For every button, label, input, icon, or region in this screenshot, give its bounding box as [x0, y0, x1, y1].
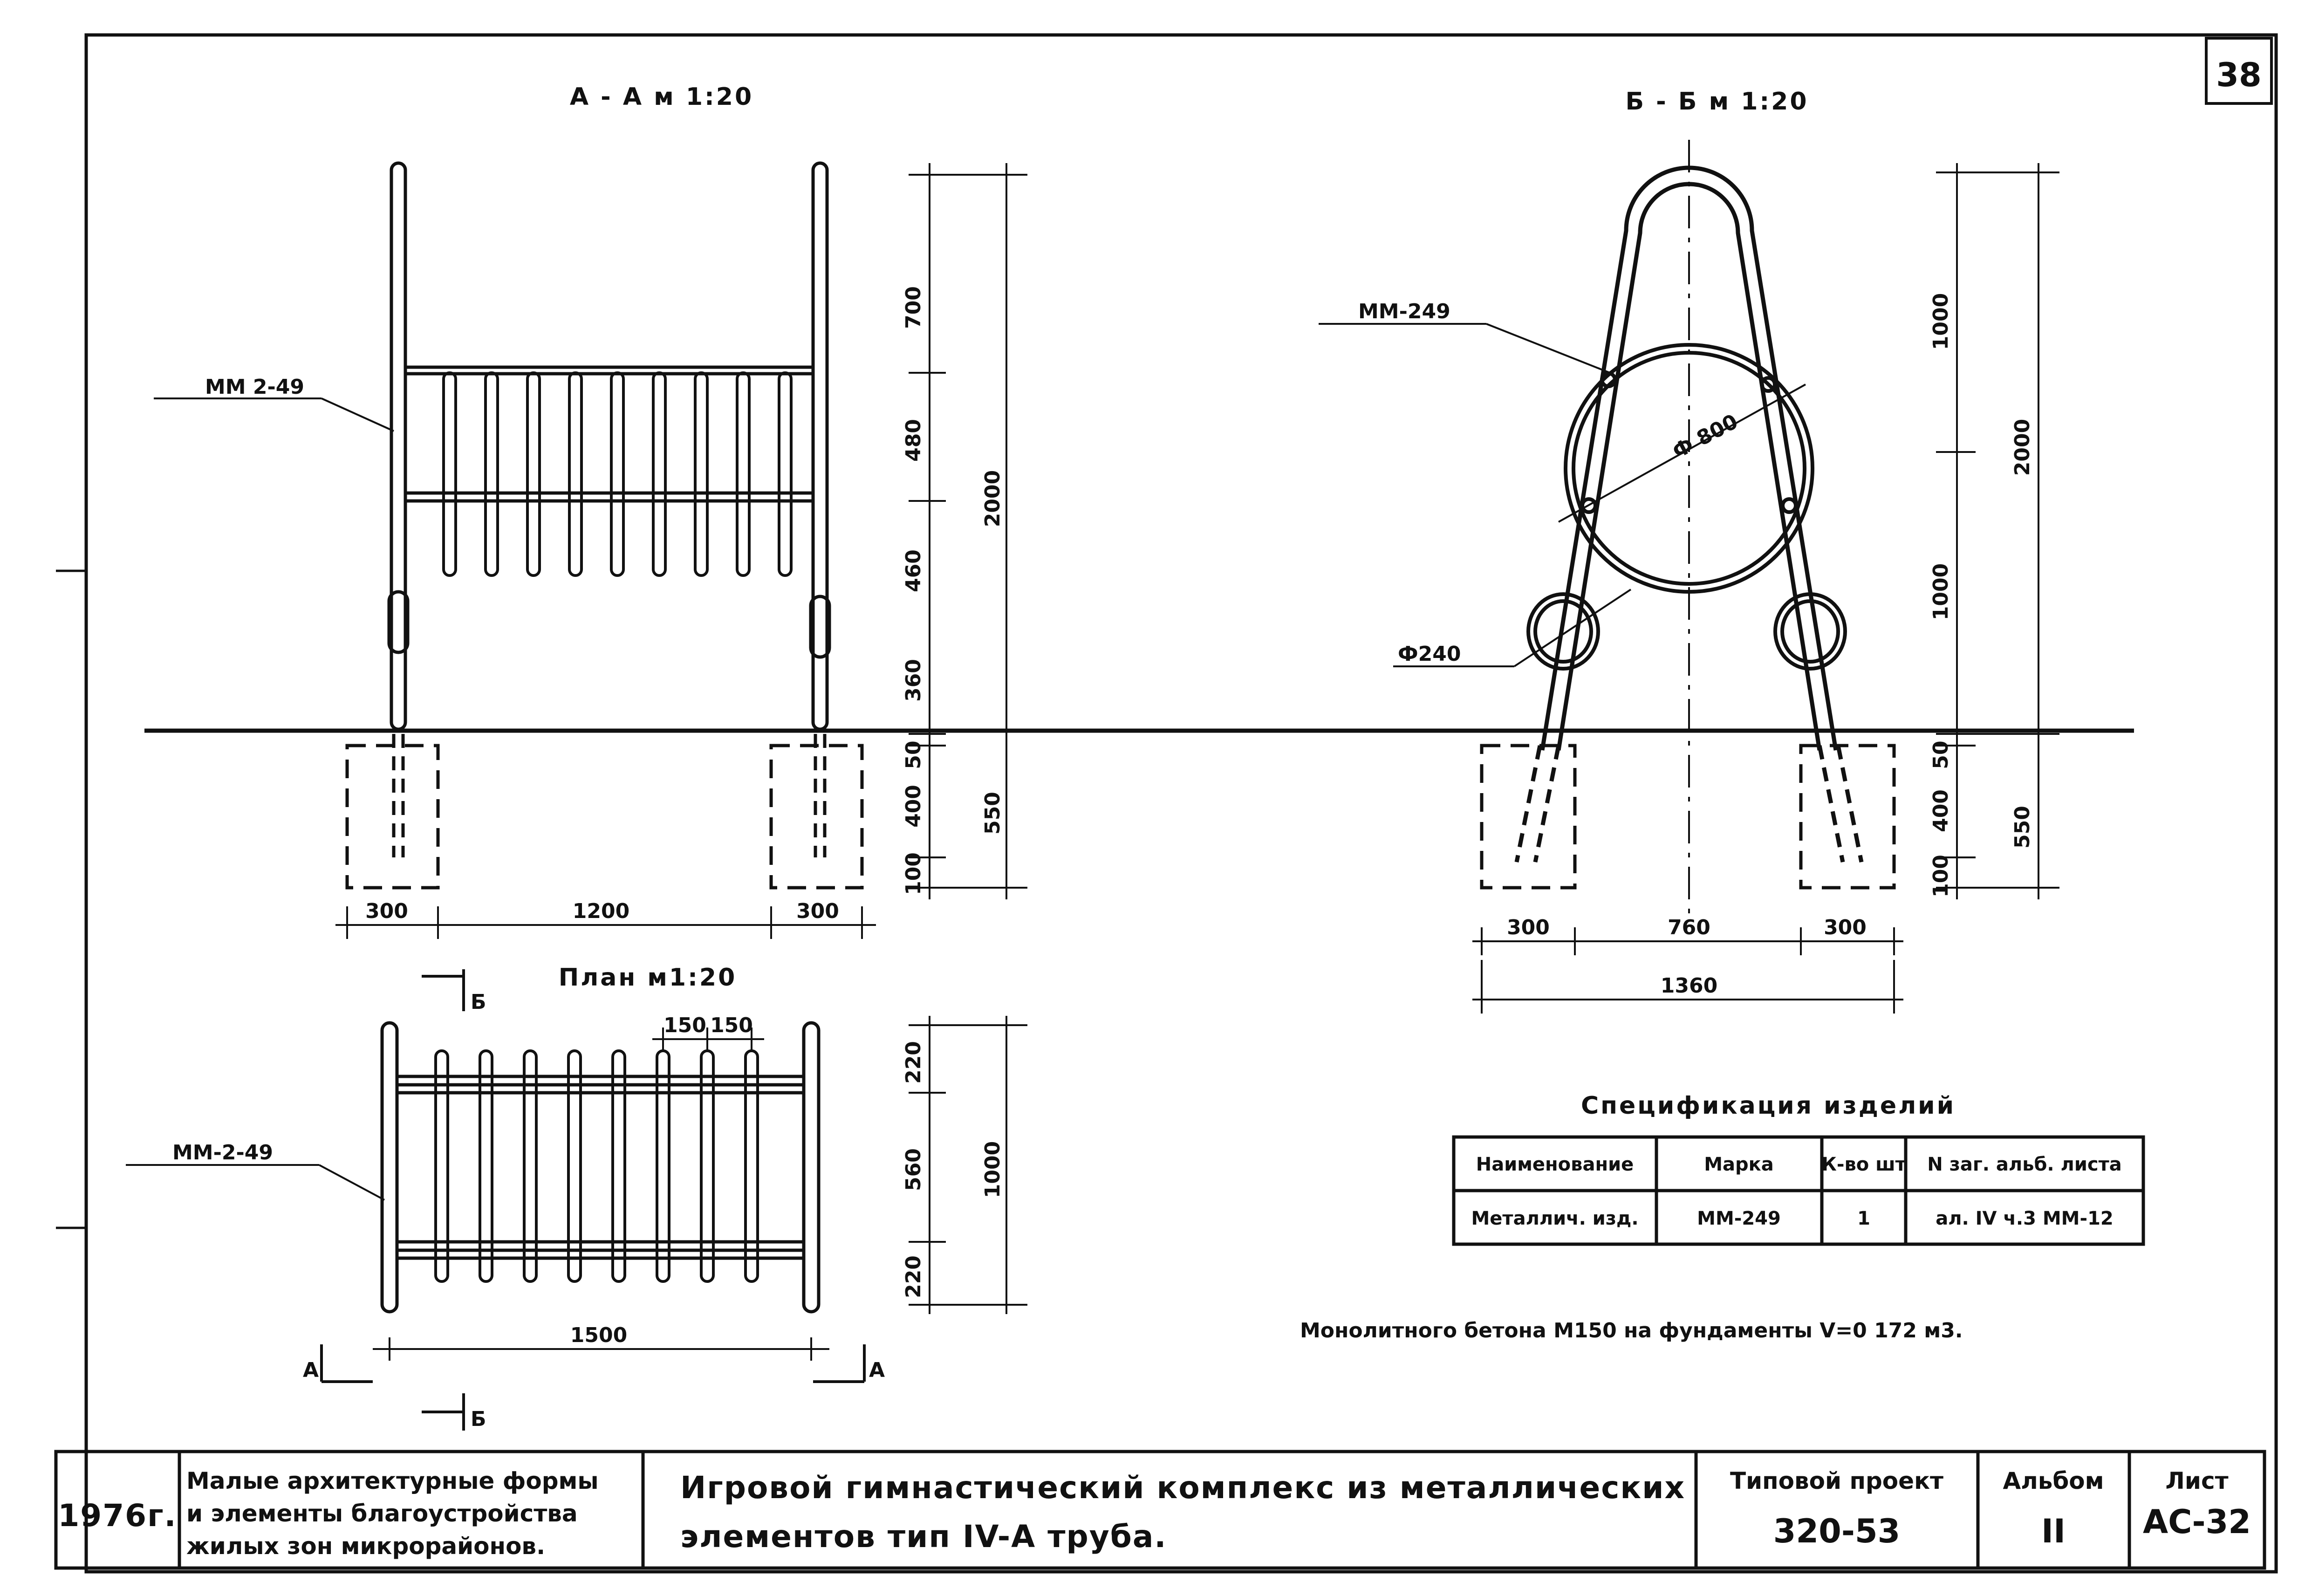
tb-series-line-2: и элементы благоустройства — [186, 1500, 578, 1527]
tb-series-line-1: Малые архитектурные формы — [186, 1467, 599, 1494]
plan-dim-1000: 1000 — [981, 1141, 1005, 1198]
bb-dim-100: 100 — [1929, 855, 1953, 897]
view-bb: Б - Б м 1:20 — [1319, 88, 2059, 1014]
plan-section-a-left: А — [303, 1358, 319, 1382]
plan-title: План м1:20 — [559, 964, 737, 992]
bb-dim-760: 760 — [1668, 916, 1710, 939]
plan-section-a-right: А — [869, 1358, 885, 1382]
aa-dim-460: 460 — [902, 549, 925, 592]
sheet-number-box: 38 — [2205, 37, 2273, 105]
plan-dim-1500: 1500 — [570, 1323, 627, 1347]
view-aa-title: А - А м 1:20 — [570, 83, 753, 111]
aa-dim-50: 50 — [902, 740, 925, 769]
tb-sheet-label: Лист — [2165, 1467, 2228, 1494]
spec-cell-name: Металлич. изд. — [1471, 1208, 1638, 1229]
bb-dim-300-left: 300 — [1507, 916, 1550, 939]
bb-dim-2000: 2000 — [2011, 419, 2034, 476]
bb-dim-300-right: 300 — [1824, 916, 1867, 939]
bb-dim-1000-bottom: 1000 — [1929, 563, 1953, 620]
aa-dim-300-left: 300 — [365, 899, 408, 923]
title-block: 1976г. Малые архитектурные формы и элеме… — [54, 1450, 2266, 1570]
spec-table: Спецификация изделий Наименование Марка … — [1300, 1092, 2145, 1343]
plan-dim-220-top: 220 — [902, 1041, 925, 1084]
tb-year: 1976г. — [58, 1498, 177, 1534]
plan-section-b-bottom: Б — [471, 1407, 486, 1431]
tb-album-label: Альбом — [2003, 1467, 2104, 1494]
bb-callout: ММ-249 — [1358, 300, 1450, 323]
spec-cell-qty: 1 — [1857, 1208, 1870, 1229]
spec-header-mark: Марка — [1704, 1154, 1774, 1175]
aa-dim-300-right: 300 — [796, 899, 839, 923]
plan-dim-150-b: 150 — [710, 1014, 753, 1037]
spec-note: Монолитного бетона М150 на фундаменты V=… — [1300, 1319, 1963, 1343]
bb-dim-400: 400 — [1929, 789, 1953, 832]
aa-dim-2000: 2000 — [981, 470, 1005, 527]
tb-project-value: 320-53 — [1773, 1512, 1901, 1550]
view-aa: А - А м 1:20 — [154, 83, 1027, 939]
spec-title: Спецификация изделий — [1581, 1092, 1956, 1120]
spec-cell-mark: ММ-249 — [1697, 1208, 1781, 1229]
bb-dim-1360: 1360 — [1661, 974, 1717, 998]
plan-dim-220-bottom: 220 — [902, 1255, 925, 1298]
spec-header-name: Наименование — [1476, 1154, 1634, 1175]
aa-dim-550: 550 — [981, 792, 1005, 835]
plan-section-b-top: Б — [471, 990, 486, 1014]
aa-dim-700: 700 — [902, 286, 925, 329]
aa-dim-480: 480 — [902, 419, 925, 462]
bb-ring-small-label: Ф240 — [1398, 642, 1461, 666]
plan-callout: ММ-2-49 — [172, 1141, 273, 1164]
view-aa-callout: ММ 2-49 — [205, 375, 304, 399]
tb-album-value: II — [2041, 1512, 2066, 1550]
tb-title-line-1: Игровой гимнастический комплекс из метал… — [680, 1470, 1685, 1506]
plan-dim-560: 560 — [902, 1148, 925, 1191]
sheet-number: 38 — [2216, 56, 2261, 94]
aa-dim-100: 100 — [902, 852, 925, 895]
spec-header-ref: N заг. альб. листа — [1927, 1154, 2122, 1175]
tb-series-line-3: жилых зон микрорайонов. — [186, 1533, 545, 1560]
aa-dim-400: 400 — [902, 785, 925, 828]
tb-sheet-value: АС-32 — [2143, 1503, 2251, 1541]
view-bb-title: Б - Б м 1:20 — [1625, 88, 1808, 116]
bb-dim-550: 550 — [2011, 806, 2034, 849]
tb-title-line-2: элементов тип IV-А труба. — [680, 1519, 1167, 1555]
aa-dim-1200: 1200 — [573, 899, 629, 923]
margin-ticks — [56, 569, 86, 1229]
spec-header-qty: К-во шт — [1821, 1154, 1906, 1175]
bb-dim-50: 50 — [1929, 740, 1953, 769]
spec-cell-ref: ал. IV ч.3 ММ-12 — [1936, 1208, 2113, 1229]
plan-dim-150-a: 150 — [664, 1014, 706, 1037]
sheet-frame — [84, 33, 2278, 1574]
tb-project-label: Типовой проект — [1730, 1467, 1943, 1494]
bb-dim-1000-top: 1000 — [1929, 293, 1953, 350]
bb-ring-large-label: Ф 800 — [1669, 410, 1742, 464]
aa-dim-360: 360 — [902, 659, 925, 702]
view-plan: План м1:20 Б Б — [126, 964, 1027, 1431]
